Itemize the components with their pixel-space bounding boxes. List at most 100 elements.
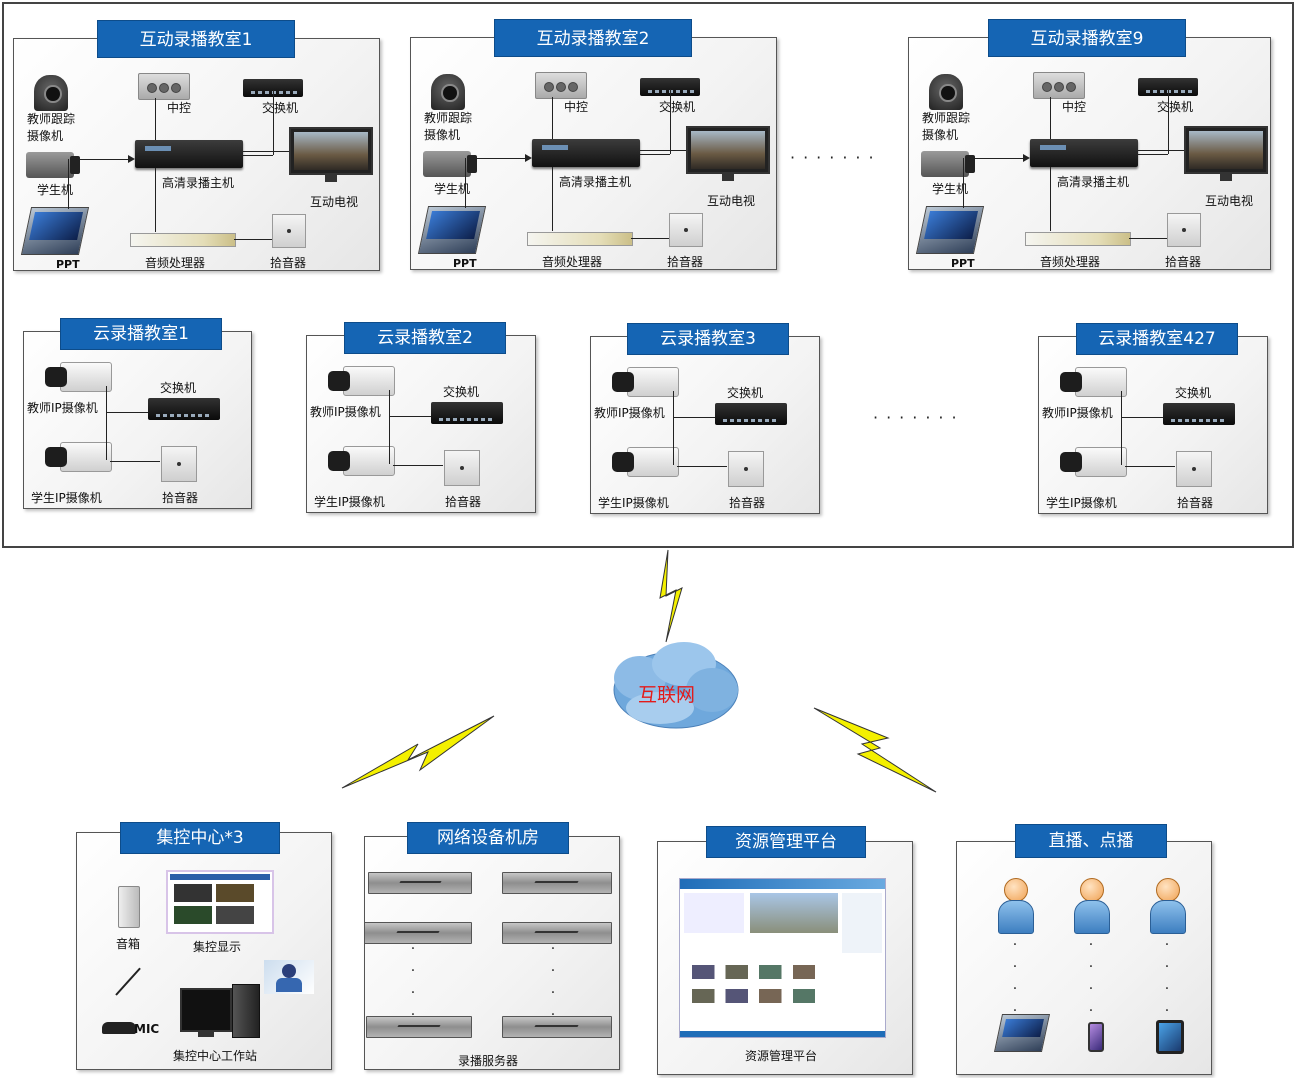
tv-icon — [1184, 126, 1268, 181]
switch-icon — [243, 79, 303, 97]
user-head-icon — [1080, 878, 1104, 902]
switch-label: 交换机 — [1157, 100, 1194, 114]
mic-base-icon — [102, 1022, 136, 1034]
student-ip-camera-label: 学生IP摄像机 — [314, 495, 385, 509]
cloud-room-title: 云录播教室2 — [344, 322, 506, 354]
resource-website-screenshot — [679, 878, 886, 1038]
teacher-ip-camera-label: 教师IP摄像机 — [1042, 406, 1113, 420]
mic-pickup-icon — [161, 446, 197, 482]
connector-line — [1050, 97, 1051, 139]
mic-pickup-label: 拾音器 — [270, 256, 307, 270]
recording-host-icon — [532, 139, 640, 167]
connector-line — [552, 97, 553, 139]
connector-line — [469, 158, 529, 159]
connector-line — [631, 238, 669, 239]
cloud-room-title: 云录播教室1 — [60, 318, 222, 350]
student-ip-camera-label: 学生IP摄像机 — [598, 496, 669, 510]
recording-host-label: 高清录播主机 — [559, 175, 632, 189]
resource-caption: 资源管理平台 — [745, 1049, 818, 1063]
switch-icon — [1163, 403, 1235, 425]
connector-line — [106, 412, 148, 413]
mic-pickup-icon — [444, 450, 480, 486]
control-panel-icon — [535, 72, 587, 99]
speaker-label: 音箱 — [116, 937, 141, 951]
mic-pickup-icon — [669, 213, 703, 247]
recording-host-label: 高清录播主机 — [1057, 175, 1130, 189]
connector-line — [1168, 89, 1169, 154]
bolt-right — [813, 707, 937, 793]
connector-line — [552, 167, 553, 231]
mic-pickup-label: 拾音器 — [729, 496, 766, 510]
connector-line — [1129, 238, 1167, 239]
switch-label: 交换机 — [160, 381, 197, 395]
network-room-title: 网络设备机房 — [407, 822, 569, 854]
student-ip-camera-icon — [328, 446, 395, 476]
arrow-head — [1023, 154, 1030, 162]
ptz-camera-icon — [34, 75, 68, 111]
arrow-head — [525, 154, 532, 162]
switch-icon — [431, 402, 503, 424]
control-label: 中控 — [1062, 100, 1087, 114]
teacher-ip-camera-icon — [328, 366, 395, 396]
switch-label: 交换机 — [1175, 386, 1212, 400]
connector-line — [106, 386, 107, 460]
recording-host-label: 高清录播主机 — [162, 176, 235, 190]
control-panel-icon — [1033, 72, 1085, 99]
connector-line — [389, 390, 390, 464]
mic-pickup-label: 拾音器 — [445, 495, 482, 509]
bolt-left — [341, 715, 495, 789]
control-panel-icon — [138, 73, 190, 100]
switch-label: 交换机 — [659, 100, 696, 114]
vertical-ellipsis: ···· — [410, 941, 416, 1023]
connector-line — [1121, 417, 1163, 418]
server-icon — [502, 872, 612, 894]
teacher-camera-label: 教师跟踪 摄像机 — [922, 111, 971, 142]
ptz-camera-icon — [929, 74, 963, 110]
ellipsis-cloud: ······· — [873, 408, 965, 427]
user-body-icon — [1150, 900, 1186, 934]
audio-processor-icon — [1025, 232, 1131, 246]
connector-line — [673, 391, 674, 465]
monitor-stand — [198, 1032, 214, 1037]
tv-label: 互动电视 — [310, 195, 359, 209]
monitor-icon — [180, 988, 232, 1032]
audio-processor-label: 音频处理器 — [1040, 255, 1101, 269]
cloud-room-panel — [23, 331, 252, 509]
classroom-region — [2, 2, 1294, 548]
connector-line — [234, 239, 272, 240]
connector-line — [68, 159, 69, 209]
connector-line — [393, 465, 443, 466]
audio-processor-label: 音频处理器 — [145, 256, 206, 270]
student-camera-icon — [921, 151, 975, 177]
teacher-ip-camera-label: 教师IP摄像机 — [27, 401, 98, 415]
tv-label: 互动电视 — [1205, 194, 1254, 208]
student-ip-camera-label: 学生IP摄像机 — [1046, 496, 1117, 510]
connector-line — [155, 168, 156, 232]
teacher-ip-camera-icon — [45, 362, 112, 392]
tv-icon — [686, 126, 770, 181]
ppt-label: PPT — [453, 257, 477, 270]
mic-pickup-label: 拾音器 — [1165, 255, 1202, 269]
control-center-title: 集控中心*3 — [120, 822, 280, 854]
server-icon — [368, 872, 472, 894]
tablet-icon — [1156, 1020, 1184, 1054]
connector-line — [640, 150, 686, 151]
teacher-ip-camera-icon — [1060, 367, 1127, 397]
speaker-icon — [118, 886, 140, 928]
audio-processor-icon — [130, 233, 236, 247]
cloud-icon — [613, 642, 739, 729]
cloud-room-panel — [306, 335, 536, 513]
mic-pickup-icon — [1176, 451, 1212, 487]
tv-icon — [289, 127, 373, 182]
switch-icon — [1138, 78, 1198, 96]
control-display-screen — [166, 870, 274, 934]
internet-label: 互联网 — [638, 684, 696, 706]
connector-line — [389, 416, 431, 417]
connector-line — [110, 461, 160, 462]
student-camera-label: 学生机 — [434, 182, 471, 196]
ppt-label: PPT — [951, 257, 975, 270]
recording-host-icon — [1030, 139, 1138, 167]
student-camera-icon — [26, 152, 80, 178]
teacher-ip-camera-label: 教师IP摄像机 — [310, 405, 381, 419]
